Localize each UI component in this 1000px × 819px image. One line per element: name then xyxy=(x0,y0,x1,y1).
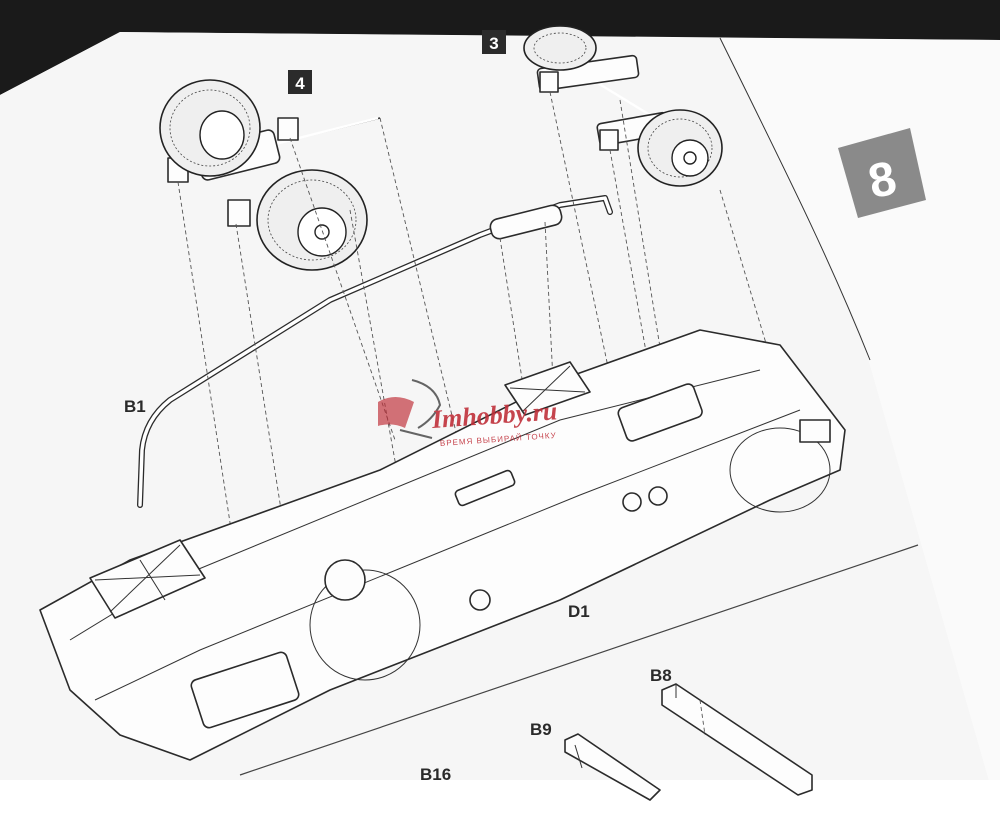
step-3-badge: 3 xyxy=(482,30,506,54)
bottom-margin xyxy=(0,780,1000,819)
battery-box xyxy=(190,651,300,729)
chassis-grille-rear xyxy=(504,361,591,416)
wheel-rear-left xyxy=(159,79,261,177)
b8-part xyxy=(661,683,813,796)
facing-page xyxy=(720,38,1000,819)
step-4-number: 4 xyxy=(295,74,305,93)
page-fold xyxy=(719,37,871,361)
step-8-badge: 8 xyxy=(838,128,926,218)
step-3-number: 3 xyxy=(489,34,498,53)
d1-chassis-frame xyxy=(39,329,846,761)
wheel-front-lower xyxy=(637,109,723,187)
step-4-badge: 4 xyxy=(288,70,312,94)
chassis-grille-front xyxy=(89,539,206,619)
label-b16: B16 xyxy=(420,765,451,784)
label-b8: B8 xyxy=(650,666,672,685)
b9-part xyxy=(564,733,661,801)
rear-axle-assembly xyxy=(159,79,381,271)
watermark-logo-icon xyxy=(378,379,442,439)
front-axle-assembly xyxy=(523,25,723,187)
label-b1: B1 xyxy=(124,397,146,416)
wheel-front-upper xyxy=(523,25,597,71)
top-dark-margin xyxy=(0,0,1000,95)
b1-pipe xyxy=(137,195,613,508)
wheel-rear-right xyxy=(256,169,368,271)
label-b9: B9 xyxy=(530,720,552,739)
fuel-tank xyxy=(617,383,703,442)
spare-wheel-mount xyxy=(324,559,366,601)
label-d1: D1 xyxy=(568,602,590,621)
section-divider xyxy=(239,544,919,776)
